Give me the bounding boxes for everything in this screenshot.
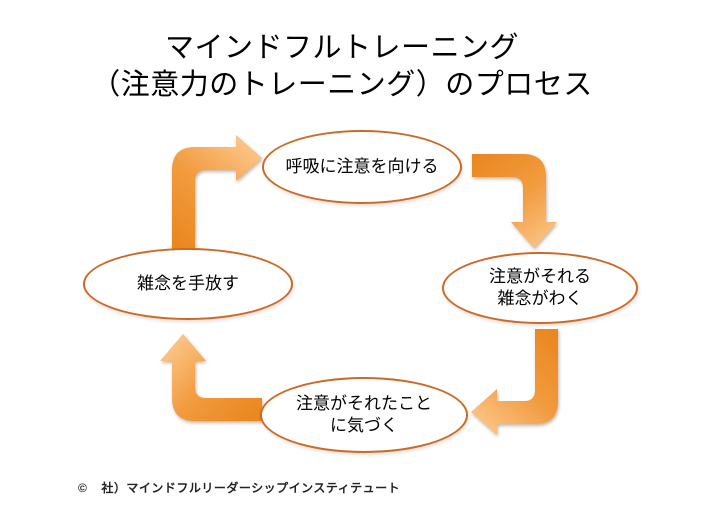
node-notice-wandering: 注意がそれたこと に気づく [260, 377, 468, 453]
arrow-release-to-breath-icon [172, 135, 262, 249]
node-label: 雑念を手放す [137, 273, 239, 293]
node-label: 注意がそれる [489, 266, 591, 286]
node-release-thoughts: 雑念を手放す [83, 248, 293, 320]
node-label: 注意がそれたこと [296, 393, 432, 413]
node-label: に気づく [330, 416, 398, 435]
node-label: 呼吸に注意を向ける [285, 156, 439, 176]
node-focus-on-breath: 呼吸に注意を向ける [262, 130, 462, 204]
node-label: 雑念がわく [497, 289, 583, 308]
arrow-notice-to-release-icon [160, 334, 262, 421]
copyright-footer: © 社）マインドフルリーダーシップインスティテュート [78, 479, 400, 496]
arrow-breath-to-distract-icon [472, 154, 557, 248]
title-line-2: （注意力のトレーニング）のプロセス [91, 69, 593, 101]
node-attention-wanders: 注意がそれる 雑念がわく [442, 252, 638, 324]
copyright-text: 社）マインドフルリーダーシップインスティテュート [101, 481, 401, 495]
copyright-symbol: © [78, 481, 88, 495]
arrow-distract-to-notice-icon [471, 329, 558, 435]
slide-title: マインドフルトレーニング （注意力のトレーニング）のプロセス [0, 30, 684, 104]
title-line-1: マインドフルトレーニング [164, 32, 519, 64]
